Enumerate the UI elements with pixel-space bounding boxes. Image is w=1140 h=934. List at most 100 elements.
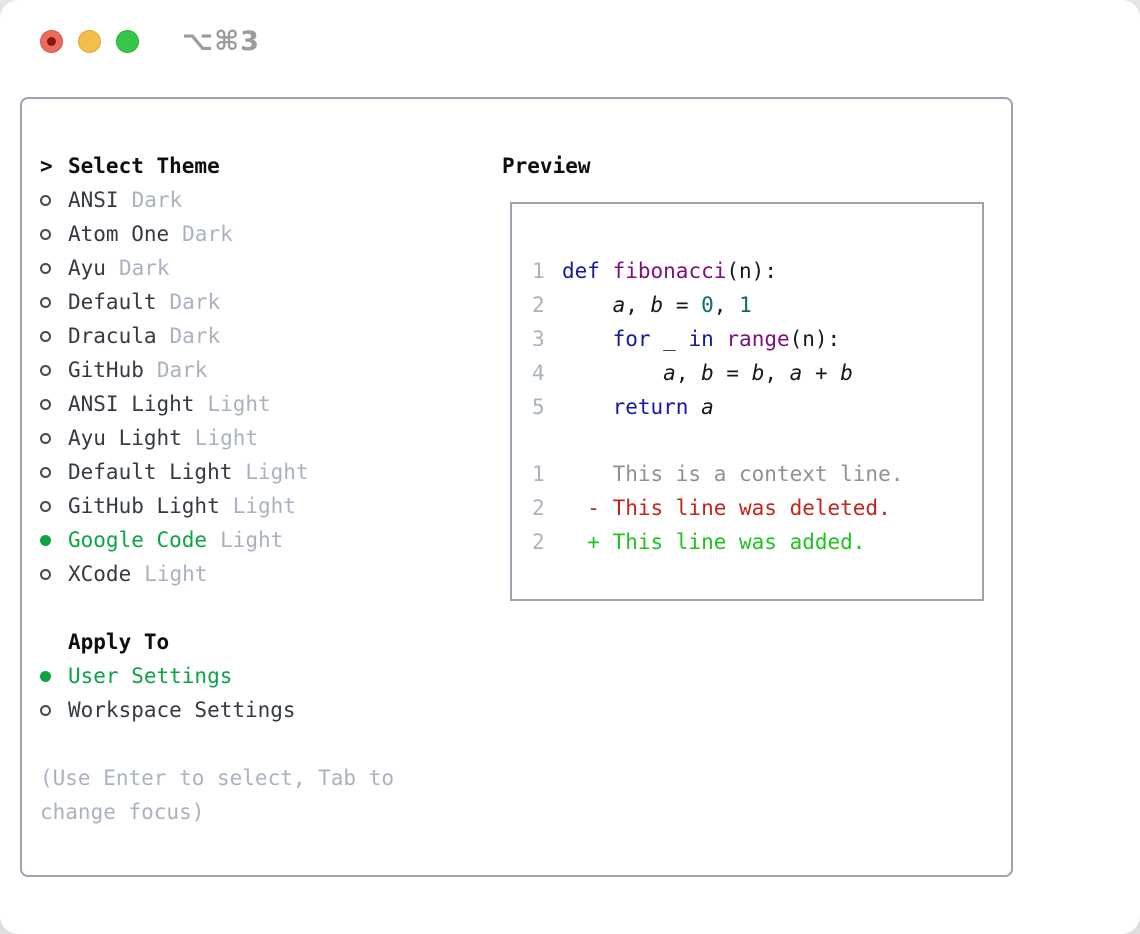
code-token: ,	[675, 361, 702, 385]
theme-option-xcode[interactable]: XCode Light	[40, 557, 480, 591]
option-label: Google Code	[68, 528, 208, 552]
code-text: for _ in range(n):	[562, 322, 841, 356]
option-variant-label: Light	[232, 494, 296, 518]
hint-line: change focus)	[40, 800, 205, 824]
option-variant-label: Dark	[169, 290, 221, 314]
code-token	[600, 259, 613, 283]
theme-list: ANSI Dark Atom One Dark Ayu Dark Default…	[40, 183, 480, 591]
line-number: 3	[532, 327, 545, 351]
code-token: ,	[713, 293, 740, 317]
option-label: XCode	[68, 562, 132, 586]
line-number: 2	[532, 530, 545, 554]
line-number: 4	[532, 361, 545, 385]
line-number: 2	[532, 496, 545, 520]
line-number: 5	[532, 395, 545, 419]
code-token: 1	[739, 293, 752, 317]
theme-picker-panel: > Select Theme ANSI Dark Atom One Dark A…	[20, 97, 1013, 877]
code-token	[688, 395, 701, 419]
radio-icon	[40, 330, 51, 342]
option-label: ANSI	[68, 188, 119, 212]
radio-icon	[40, 296, 51, 308]
code-line: 5 return a	[532, 390, 982, 424]
code-text: def fibonacci(n):	[562, 254, 777, 288]
code-token: 0	[701, 293, 714, 317]
option-label: Atom One	[68, 222, 170, 246]
theme-option-atom-one[interactable]: Atom One Dark	[40, 217, 480, 251]
option-label: Workspace Settings	[68, 698, 296, 722]
code-line: 2 a, b = 0, 1	[532, 288, 982, 322]
option-label: ANSI Light	[68, 392, 195, 416]
diff-text: + This line was added.	[562, 530, 866, 554]
code-token: ,	[625, 293, 651, 317]
radio-icon	[40, 364, 51, 376]
theme-option-github-light[interactable]: GitHub Light Light	[40, 489, 480, 523]
close-dot-icon	[47, 37, 56, 46]
apply-to-title: Apply To	[68, 630, 170, 654]
close-button[interactable]	[40, 30, 63, 53]
option-label: User Settings	[68, 664, 233, 688]
theme-option-ayu-light[interactable]: Ayu Light Light	[40, 421, 480, 455]
radio-icon	[40, 466, 51, 478]
minimize-button[interactable]	[78, 30, 101, 53]
code-token: return	[612, 395, 689, 419]
option-variant-label: Light	[207, 392, 271, 416]
diff-text: - This line was deleted.	[562, 496, 891, 520]
code-token	[562, 361, 663, 385]
option-label: Ayu	[68, 256, 106, 280]
code-token: (n):	[789, 327, 841, 351]
zoom-button[interactable]	[116, 30, 139, 53]
code-token: (n):	[726, 259, 777, 283]
code-token: b	[840, 361, 853, 385]
option-variant-label: Dark	[118, 256, 170, 280]
line-number: 1	[532, 462, 545, 486]
theme-option-google-code[interactable]: Google Code Light	[40, 523, 480, 557]
theme-option-default[interactable]: Default Dark	[40, 285, 480, 319]
code-preview: 1 def fibonacci(n): 2 a, b = 0, 1 3 for …	[532, 254, 982, 424]
code-line: 4 a, b = b, a + b	[532, 356, 982, 390]
option-label: GitHub Light	[68, 494, 220, 518]
apply-option-user-settings[interactable]: User Settings	[40, 659, 480, 693]
theme-option-ansi[interactable]: ANSI Dark	[40, 183, 480, 217]
code-token: +	[802, 361, 841, 385]
theme-option-github[interactable]: GitHub Dark	[40, 353, 480, 387]
select-theme-title: Select Theme	[68, 154, 220, 178]
theme-option-dracula[interactable]: Dracula Dark	[40, 319, 480, 353]
option-variant-label: Dark	[182, 222, 233, 246]
theme-option-ayu[interactable]: Ayu Dark	[40, 251, 480, 285]
line-number: 2	[532, 293, 545, 317]
code-token	[562, 395, 613, 419]
code-token: in	[688, 327, 714, 351]
option-label: Default Light	[68, 460, 233, 484]
apply-option-workspace-settings[interactable]: Workspace Settings	[40, 693, 480, 727]
diff-preview: 1 This is a context line. 2 - This line …	[532, 457, 982, 559]
code-token: b	[701, 361, 714, 385]
preview-header: Preview	[502, 154, 591, 178]
theme-column: > Select Theme ANSI Dark Atom One Dark A…	[40, 149, 480, 829]
theme-option-default-light[interactable]: Default Light Light	[40, 455, 480, 489]
code-token: a	[663, 361, 676, 385]
option-variant-label: Light	[144, 562, 208, 586]
radio-icon	[40, 568, 51, 580]
option-label: Default	[68, 290, 157, 314]
option-label: GitHub	[68, 358, 144, 382]
code-text: a, b = 0, 1	[562, 288, 752, 322]
code-token: a	[612, 293, 626, 317]
option-variant-label: Dark	[131, 188, 183, 212]
code-token: range	[726, 327, 790, 351]
radio-icon	[40, 194, 51, 206]
apply-to-list: User Settings Workspace Settings	[40, 659, 480, 727]
code-token: b	[650, 293, 664, 317]
titlebar: ⌥⌘3	[40, 26, 260, 57]
code-token: ,	[764, 361, 790, 385]
option-variant-label: Light	[220, 528, 284, 552]
code-token: def	[562, 259, 600, 283]
theme-option-ansi-light[interactable]: ANSI Light Light	[40, 387, 480, 421]
diff-text: This is a context line.	[562, 462, 904, 486]
code-token: =	[663, 293, 702, 317]
code-token: a	[701, 395, 714, 419]
code-token	[562, 327, 613, 351]
radio-icon	[40, 398, 51, 410]
code-token: _	[650, 327, 689, 351]
